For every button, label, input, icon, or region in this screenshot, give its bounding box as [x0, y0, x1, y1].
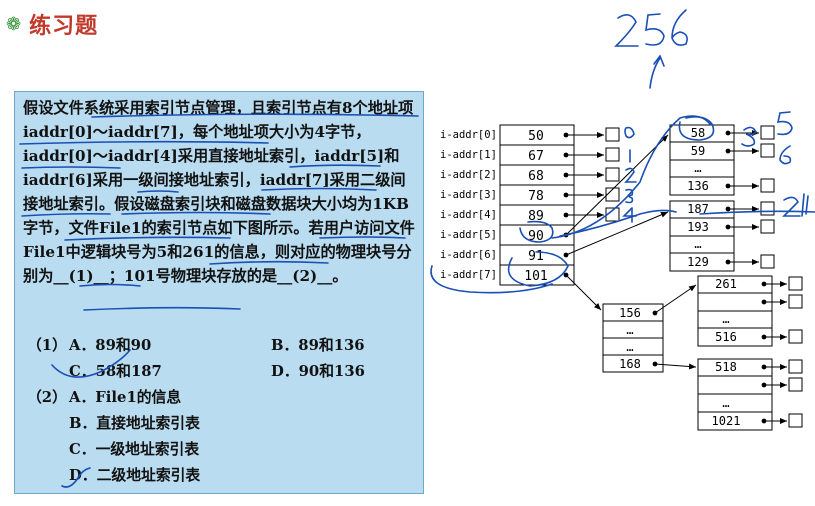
inode-label: i-addr[0] — [440, 129, 497, 141]
data-block — [788, 377, 803, 392]
data-block — [760, 143, 775, 158]
inode-label: i-addr[6] — [440, 249, 497, 261]
inode-label: i-addr[5] — [440, 229, 497, 241]
q2-option-a: A．File1的信息 — [69, 389, 182, 406]
data-block — [605, 127, 620, 142]
block-entry: … — [694, 237, 701, 251]
data-block — [760, 125, 775, 140]
slide-title: ❁ 练习题 — [6, 8, 98, 40]
block-entry: 136 — [687, 179, 709, 193]
block-entry: 518 — [715, 360, 737, 374]
block-entry: 187 — [687, 202, 709, 216]
inode-label: i-addr[3] — [440, 189, 497, 201]
block-entry: … — [626, 340, 633, 354]
block-entry: … — [626, 323, 633, 337]
inode-value: 101 — [524, 269, 547, 284]
data-block — [605, 167, 620, 182]
inode-value: 50 — [528, 129, 544, 144]
data-block — [788, 329, 803, 344]
q1-option-d: D．90和136 — [271, 363, 365, 380]
data-block — [788, 359, 803, 374]
question-box: 假设文件系统采用索引节点管理，且索引节点有8个地址项iaddr[0]～iaddr… — [14, 91, 424, 494]
data-block — [760, 254, 775, 269]
inode-value: 68 — [528, 169, 544, 184]
inode-value: 67 — [528, 149, 544, 164]
q2-option-b: B．直接地址索引表 — [69, 415, 200, 432]
block-entry: … — [722, 396, 729, 410]
inode-value: 90 — [528, 229, 544, 244]
block-entry: 59 — [691, 144, 705, 158]
block-entry: 516 — [715, 330, 737, 344]
q2-option-d: D．二级地址索引表 — [69, 467, 201, 484]
inode-label: i-addr[1] — [440, 149, 497, 161]
inode-label: i-addr[7] — [440, 269, 497, 281]
block-entry: 261 — [715, 277, 737, 291]
q1-label: （1） — [27, 337, 67, 354]
data-block — [760, 178, 775, 193]
question-paragraph: 假设文件系统采用索引节点管理，且索引节点有8个地址项iaddr[0]～iaddr… — [23, 99, 415, 285]
inode-value: 89 — [528, 209, 544, 224]
inode-value: 78 — [528, 189, 544, 204]
block-entry: 156 — [619, 306, 641, 320]
q2-label: （2） — [27, 389, 67, 406]
data-block — [788, 294, 803, 309]
block-entry: 129 — [687, 255, 709, 269]
data-block — [605, 147, 620, 162]
data-block — [760, 219, 775, 234]
flower-icon: ❁ — [6, 13, 22, 35]
q2-option-c: C．一级地址索引表 — [69, 441, 200, 458]
data-block — [788, 276, 803, 291]
data-block — [788, 413, 803, 428]
q1-option-b: B．89和136 — [271, 337, 365, 354]
block-entry: 193 — [687, 220, 709, 234]
handwritten-ink — [19, 9, 815, 488]
inode-label: i-addr[4] — [440, 209, 497, 221]
block-entry: … — [694, 161, 701, 175]
data-block — [605, 187, 620, 202]
block-entry: 1021 — [712, 414, 741, 428]
title-text: 练习题 — [29, 14, 99, 39]
block-entry: 58 — [691, 126, 705, 140]
q1-option-c: C．58和187 — [69, 363, 162, 380]
inode-label: i-addr[2] — [440, 169, 497, 181]
data-block — [760, 201, 775, 216]
block-entry: … — [722, 312, 729, 326]
block-entry: 168 — [619, 357, 641, 371]
